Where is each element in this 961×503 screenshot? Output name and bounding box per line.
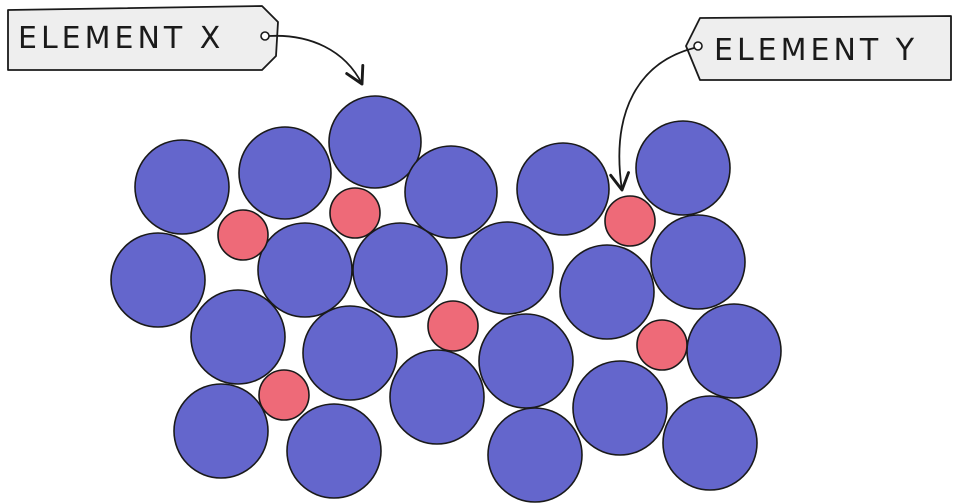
element-x-atom-21 (487, 407, 583, 503)
element-x-atom-6 (635, 120, 731, 216)
element-x-atom-2 (238, 126, 332, 220)
element-y-tag-hole (693, 41, 703, 51)
element-y-atom-1 (217, 209, 269, 261)
element-x-atom-20 (286, 403, 382, 499)
element-x-tag-hole (260, 31, 270, 41)
element-x-atom-3 (328, 95, 422, 189)
element-y-atom-5 (636, 319, 688, 371)
element-x-atom-5 (516, 142, 610, 236)
element-x-label: ELEMENT X (18, 21, 224, 56)
element-x-atom-7 (110, 232, 206, 328)
atom-lattice (110, 95, 782, 503)
element-y-tag-shape (685, 15, 952, 81)
element-y-atom-6 (258, 369, 310, 421)
element-y-atom-3 (604, 195, 656, 247)
element-y-label-tag: ELEMENT Y (685, 15, 952, 81)
element-x-atom-19 (572, 360, 668, 456)
element-x-atom-14 (302, 305, 398, 401)
element-x-atom-4 (404, 145, 498, 239)
element-x-tag-shape (7, 5, 279, 71)
element-x-atom-8 (257, 222, 353, 318)
element-x-atom-18 (389, 349, 485, 445)
element-x-atom-15 (478, 313, 574, 409)
element-x-atom-11 (559, 244, 655, 340)
element-y-label: ELEMENT Y (714, 33, 918, 68)
element-x-atom-1 (134, 139, 230, 235)
element-x-atom-9 (352, 222, 448, 318)
element-x-arrow (268, 35, 365, 86)
element-x-atom-22 (662, 395, 758, 491)
element-y-atom-2 (329, 187, 381, 239)
element-x-atom-16 (686, 303, 782, 399)
element-x-label-tag: ELEMENT X (7, 5, 279, 71)
element-x-atom-10 (460, 221, 554, 315)
element-y-arrow (609, 47, 695, 192)
element-y-atom-4 (427, 300, 479, 352)
element-x-atom-17 (173, 383, 269, 479)
element-x-atom-13 (190, 289, 286, 385)
element-x-atom-12 (650, 214, 746, 310)
